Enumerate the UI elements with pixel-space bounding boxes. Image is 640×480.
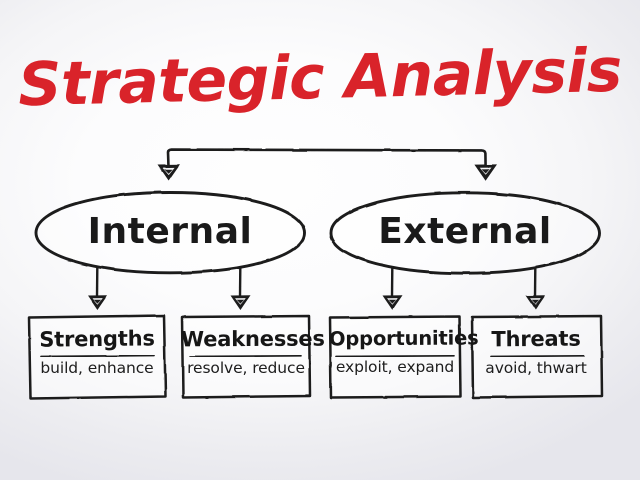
card-title-weaknesses: Weaknesses xyxy=(180,326,325,352)
card-subtitle-strengths: build, enhance xyxy=(40,359,154,377)
card-opportunities[interactable]: Opportunities exploit, expand xyxy=(328,326,479,376)
branch-label-external: External xyxy=(378,211,552,252)
shape-card-opportunities[interactable] xyxy=(328,315,462,399)
connector-internal-to-weaknesses xyxy=(230,266,251,310)
connector-internal-to-strengths xyxy=(87,266,108,310)
shape-card-strengths[interactable] xyxy=(27,314,167,400)
card-strengths[interactable]: Strengths build, enhance xyxy=(28,326,166,377)
arrowhead-to-internal xyxy=(157,164,180,181)
shape-ellipse-internal[interactable] xyxy=(34,191,306,275)
card-weaknesses[interactable]: Weaknesses resolve, reduce xyxy=(180,326,325,377)
card-subtitle-threats: avoid, thwart xyxy=(485,359,587,377)
connector-external-to-opportunities xyxy=(382,266,403,310)
connector-root-bracket xyxy=(166,148,487,169)
card-title-opportunities: Opportunities xyxy=(328,326,479,351)
card-subtitle-weaknesses: resolve, reduce xyxy=(187,359,305,377)
shape-ellipse-external[interactable] xyxy=(329,191,601,275)
card-title-threats: Threats xyxy=(491,326,581,352)
card-title-strengths: Strengths xyxy=(39,326,155,352)
diagram-title: Strategic Analysis xyxy=(17,35,623,121)
arrowhead-to-external xyxy=(474,164,497,181)
card-subtitle-opportunities: exploit, expand xyxy=(335,357,455,376)
card-title-underlines xyxy=(40,354,585,358)
branch-label-internal: Internal xyxy=(87,211,253,252)
card-threats[interactable]: Threats avoid, thwart xyxy=(471,326,601,377)
connector-external-to-threats xyxy=(525,266,546,310)
